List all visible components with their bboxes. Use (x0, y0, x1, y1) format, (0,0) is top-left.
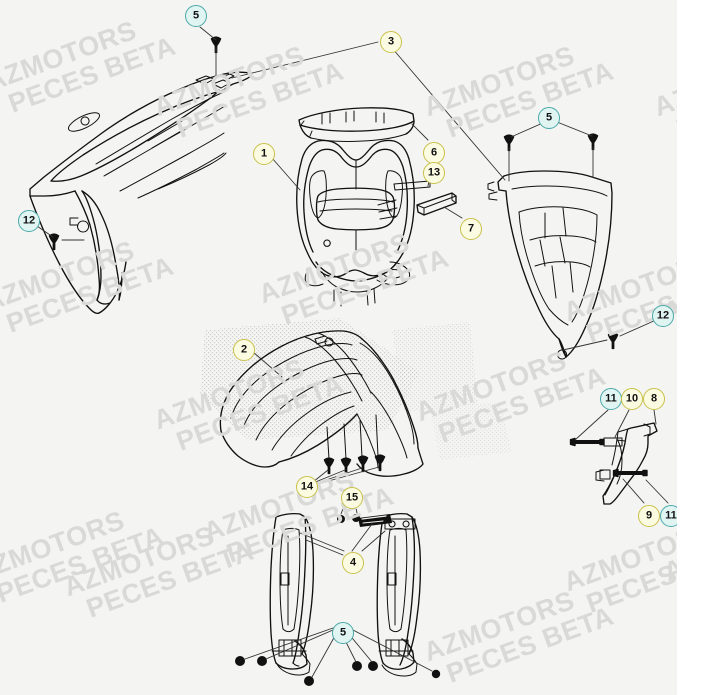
callout-4-fork-guards[interactable]: 4 (342, 552, 364, 574)
callout-number: 5 (339, 626, 347, 638)
callout-number: 6 (430, 146, 438, 158)
callout-14-screws[interactable]: 14 (296, 476, 318, 498)
callout-9[interactable]: 9 (638, 505, 660, 527)
callout-number: 12 (656, 309, 670, 321)
callout-number: 1 (260, 147, 268, 159)
callout-number: 7 (467, 222, 475, 234)
callout-1-headlight-mask[interactable]: 1 (253, 143, 275, 165)
right-margin-strip (677, 0, 701, 695)
callout-number: 13 (427, 166, 441, 178)
callout-3[interactable]: 3 (380, 31, 402, 53)
callout-11-top[interactable]: 11 (600, 388, 622, 410)
callout-15[interactable]: 15 (341, 487, 363, 509)
callout-number: 10 (625, 392, 639, 404)
callout-number: 4 (349, 556, 357, 568)
callout-10[interactable]: 10 (621, 388, 643, 410)
callout-number: 2 (240, 343, 248, 355)
callout-8[interactable]: 8 (643, 388, 665, 410)
callout-number: 11 (665, 509, 677, 521)
callout-number: 3 (387, 35, 395, 47)
callout-number: 12 (22, 214, 36, 226)
callout-number: 5 (545, 111, 553, 123)
callout-number: 8 (650, 392, 658, 404)
callout-7[interactable]: 7 (460, 218, 482, 240)
callout-13[interactable]: 13 (423, 162, 445, 184)
callout-5-top[interactable]: 5 (185, 5, 207, 27)
callout-number: 9 (645, 509, 653, 521)
callout-6[interactable]: 6 (423, 142, 445, 164)
callout-number: 14 (300, 480, 314, 492)
callout-12-left[interactable]: 12 (18, 210, 40, 232)
callout-number: 11 (605, 392, 617, 404)
callout-5-bottom[interactable]: 5 (332, 622, 354, 644)
callout-12-right[interactable]: 12 (652, 305, 674, 327)
callout-number: 15 (345, 491, 359, 503)
callout-2-front-fender[interactable]: 2 (233, 339, 255, 361)
callout-number: 5 (192, 9, 200, 21)
callout-5-right-panel[interactable]: 5 (538, 107, 560, 129)
